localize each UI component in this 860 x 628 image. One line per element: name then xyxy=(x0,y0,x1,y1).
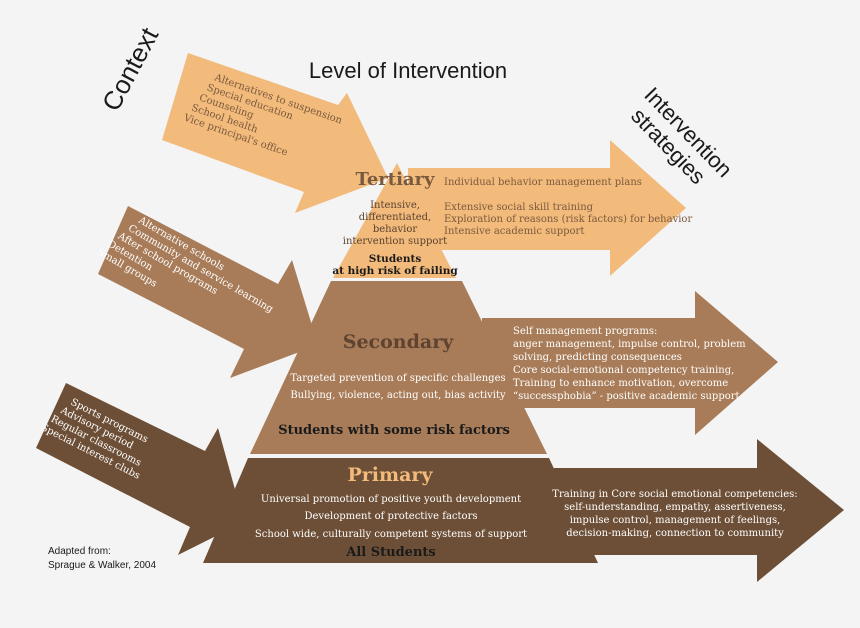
tertiary-desc-line: behavior xyxy=(373,224,418,235)
tertiary-desc-line: differentiated, xyxy=(359,212,431,223)
secondary-target: Students with some risk factors xyxy=(278,423,510,438)
tertiary-target-line: Students xyxy=(369,253,422,265)
primary-strategy-item: impulse control, management of feelings, xyxy=(570,515,781,526)
tertiary-strategy-list: Individual behavior management plans Ext… xyxy=(444,177,692,237)
primary-strategy-arrow xyxy=(554,439,844,582)
primary-strategy-item: decision-making, connection to community xyxy=(566,528,784,539)
secondary-strategy-item: Training to enhance motivation, overcome xyxy=(513,378,728,389)
secondary-strategy-list: Self management programs: anger manageme… xyxy=(513,326,746,402)
primary-strategy-list: Training in Core social emotional compet… xyxy=(552,489,797,539)
secondary-strategy-item: Core social-emotional competency trainin… xyxy=(513,365,734,376)
tertiary-target: Students at high risk of failing xyxy=(332,253,458,277)
secondary-name: Secondary xyxy=(343,331,454,353)
primary-target: All Students xyxy=(345,545,435,560)
tertiary-desc: Intensive, differentiated, behavior inte… xyxy=(343,200,447,247)
tertiary-desc-line: Intensive, xyxy=(370,200,420,211)
tertiary-context-arrow xyxy=(162,53,388,213)
secondary-strategy-item: “successphobia” - positive academic supp… xyxy=(513,391,740,402)
tertiary-target-line: at high risk of failing xyxy=(332,265,458,277)
primary-tier xyxy=(203,458,598,563)
diagram-title: Level of Intervention xyxy=(309,58,507,83)
secondary-strategy-item: solving, predicting consequences xyxy=(513,352,682,363)
tertiary-desc-line: intervention support xyxy=(343,236,447,247)
source-note: Adapted from: Sprague & Walker, 2004 xyxy=(48,546,156,571)
primary-desc: Universal promotion of positive youth de… xyxy=(255,494,527,540)
tertiary-name: Tertiary xyxy=(355,169,435,190)
primary-desc-line: Universal promotion of positive youth de… xyxy=(261,494,521,505)
primary-strategy-item: Training in Core social emotional compet… xyxy=(552,489,797,500)
tertiary-strategy-arrow xyxy=(408,140,686,276)
secondary-strategy-item: Self management programs: xyxy=(513,326,657,337)
tertiary-tier xyxy=(333,163,456,278)
secondary-desc-line: Bullying, violence, acting out, bias act… xyxy=(290,390,506,401)
secondary-desc-line: Targeted prevention of specific challeng… xyxy=(290,373,505,384)
secondary-strategy-arrow xyxy=(482,291,778,435)
tertiary-strategy-item: Intensive academic support xyxy=(444,226,584,237)
primary-desc-line: School wide, culturally competent system… xyxy=(255,529,527,540)
secondary-tier xyxy=(250,281,547,454)
secondary-context-arrow xyxy=(98,206,318,378)
secondary-desc: Targeted prevention of specific challeng… xyxy=(290,373,506,401)
tertiary-strategy-item: Individual behavior management plans xyxy=(444,177,642,188)
secondary-strategy-item: anger management, impulse control, probl… xyxy=(513,339,746,350)
primary-context-arrow xyxy=(36,383,244,555)
source-note-line: Sprague & Walker, 2004 xyxy=(48,560,156,571)
tertiary-strategy-item: Extensive social skill training xyxy=(444,202,594,213)
source-note-line: Adapted from: xyxy=(48,546,111,557)
context-label: Context xyxy=(96,22,165,116)
primary-strategy-item: self-understanding, empathy, assertivene… xyxy=(564,502,786,513)
primary-name: Primary xyxy=(348,464,434,486)
tertiary-strategy-item: Exploration of reasons (risk factors) fo… xyxy=(444,214,692,225)
primary-desc-line: Development of protective factors xyxy=(305,511,478,522)
